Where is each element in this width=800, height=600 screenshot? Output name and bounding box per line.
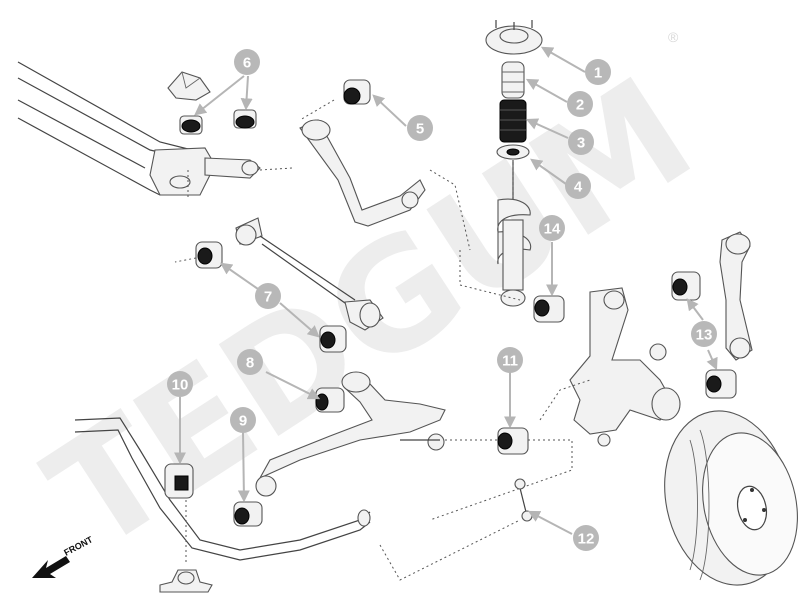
- callout-9: 9: [230, 407, 256, 433]
- bushing-8: [315, 387, 345, 413]
- bushing-13-upper: [671, 271, 701, 301]
- svg-text:3: 3: [577, 135, 585, 152]
- callout-12: 12: [573, 525, 599, 551]
- trailing-arm-13: [719, 231, 753, 361]
- bushing-9: [233, 501, 263, 527]
- callout-2: 2: [567, 91, 593, 117]
- svg-text:6: 6: [243, 55, 251, 72]
- bushing-13-lower: [705, 369, 737, 399]
- lower-control-arm: [255, 371, 446, 497]
- callout-5: 5: [407, 115, 433, 141]
- strut-top-mount: [485, 20, 543, 55]
- svg-text:4: 4: [574, 179, 583, 196]
- upper-control-arm: [299, 119, 426, 227]
- callout-leaders: [174, 46, 718, 535]
- callout-4: 4: [565, 173, 591, 199]
- svg-text:8: 8: [246, 355, 254, 372]
- bump-stop: [501, 61, 525, 99]
- front-arrow-icon: [32, 556, 70, 578]
- svg-text:7: 7: [264, 289, 272, 306]
- svg-text:13: 13: [696, 327, 713, 344]
- callout-6: 6: [234, 49, 260, 75]
- bushing-7-lower: [319, 325, 347, 353]
- svg-text:12: 12: [578, 531, 595, 548]
- svg-text:5: 5: [416, 121, 424, 138]
- stabilizer-clamp: [159, 569, 213, 593]
- spring-seat: [496, 144, 530, 160]
- wheel-tire: [664, 410, 798, 586]
- shock-absorber: [497, 160, 532, 307]
- stabilizer-link: [514, 478, 533, 522]
- svg-text:9: 9: [239, 413, 247, 430]
- bushing-6-right: [233, 109, 257, 129]
- callout-7: 7: [255, 283, 281, 309]
- mount-bracket: [167, 71, 211, 101]
- registered-mark: ®: [668, 29, 679, 45]
- subframe-crossmember: [17, 61, 261, 200]
- svg-text:10: 10: [172, 377, 189, 394]
- front-direction-indicator: FRONT: [32, 534, 95, 578]
- svg-text:14: 14: [544, 221, 561, 238]
- callout-8: 8: [237, 349, 263, 375]
- bushing-11: [497, 427, 529, 455]
- steering-knuckle: [569, 287, 681, 447]
- bushing-5: [343, 79, 371, 105]
- callout-13: 13: [691, 321, 717, 347]
- bushing-10: [164, 463, 194, 499]
- callout-10: 10: [167, 371, 193, 397]
- bushing-14: [533, 295, 565, 323]
- svg-text:11: 11: [502, 353, 518, 370]
- stabilizer-bar: [74, 417, 371, 561]
- callout-3: 3: [568, 129, 594, 155]
- callout-14: 14: [539, 215, 565, 241]
- dust-boot: [499, 99, 527, 143]
- adjustable-link: [235, 217, 384, 331]
- svg-text:2: 2: [576, 97, 584, 114]
- bushing-6-left: [179, 115, 203, 135]
- callout-11: 11: [497, 347, 523, 373]
- callout-1: 1: [585, 59, 611, 85]
- svg-text:1: 1: [594, 65, 602, 82]
- bushing-7-upper: [195, 241, 223, 269]
